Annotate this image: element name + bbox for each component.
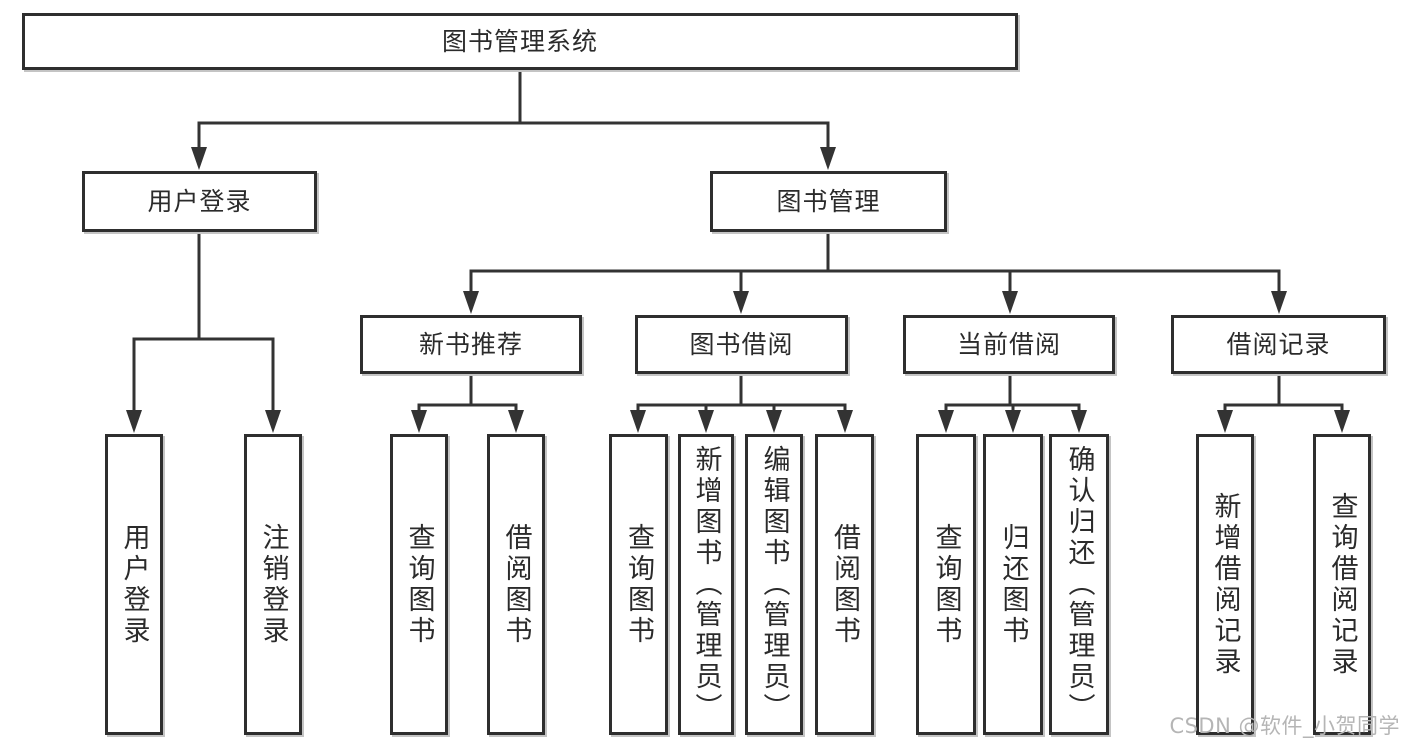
leaf-confirm-return-admin-label: 确认归还（管理员） [1063, 445, 1095, 724]
connector-user-login-to-leaves [126, 230, 281, 433]
connector-new-book-to-leaves [411, 372, 524, 433]
connector-book-mgmt-to-sections [463, 230, 1287, 314]
leaf-query-books-recommend: 查询图书 [390, 434, 448, 735]
node-user-login-branch: 用户登录 [82, 171, 317, 232]
connector-book-borrow-to-leaves [630, 372, 853, 433]
leaf-query-books-recommend-label: 查询图书 [403, 522, 435, 647]
leaf-edit-book-admin-label: 编辑图书（管理员） [758, 445, 790, 724]
node-book-borrowing-label: 图书借阅 [689, 330, 794, 359]
node-borrowing-records: 借阅记录 [1171, 315, 1386, 374]
node-new-book-recommend: 新书推荐 [360, 315, 582, 374]
leaf-add-book-admin: 新增图书（管理员） [678, 434, 734, 735]
leaf-return-books-label: 归还图书 [997, 522, 1029, 647]
leaf-query-books-current-label: 查询图书 [930, 522, 962, 647]
csdn-watermark: CSDN @软件_小贺同学 [1169, 714, 1400, 738]
leaf-confirm-return-admin: 确认归还（管理员） [1049, 434, 1109, 735]
leaf-borrow-books-recommend: 借阅图书 [487, 434, 545, 735]
leaf-user-login: 用户登录 [105, 434, 163, 735]
leaf-add-book-admin-label: 新增图书（管理员） [690, 445, 722, 724]
connector-root-to-branches [191, 68, 836, 170]
node-book-borrowing: 图书借阅 [635, 315, 848, 374]
node-current-borrowing-label: 当前借阅 [956, 330, 1061, 359]
leaf-logout: 注销登录 [244, 434, 302, 735]
node-book-management-label: 图书管理 [776, 187, 881, 216]
node-book-management: 图书管理 [710, 171, 947, 232]
leaf-add-borrow-record: 新增借阅记录 [1196, 434, 1254, 735]
leaf-borrow-books-borrowing: 借阅图书 [815, 434, 874, 735]
node-root: 图书管理系统 [22, 13, 1018, 70]
leaf-add-borrow-record-label: 新增借阅记录 [1209, 491, 1241, 678]
leaf-logout-label: 注销登录 [257, 522, 289, 647]
leaf-user-login-label: 用户登录 [118, 522, 150, 647]
leaf-query-books-borrowing-label: 查询图书 [623, 522, 654, 647]
leaf-return-books: 归还图书 [983, 434, 1043, 735]
connector-current-borrow-to-leaves [938, 372, 1087, 433]
leaf-query-books-borrowing: 查询图书 [609, 434, 668, 735]
node-new-book-recommend-label: 新书推荐 [418, 330, 523, 359]
leaf-query-borrow-record: 查询借阅记录 [1313, 434, 1371, 735]
leaf-borrow-books-borrowing-label: 借阅图书 [829, 522, 860, 647]
node-root-label: 图书管理系统 [441, 27, 598, 56]
leaf-query-books-current: 查询图书 [916, 434, 976, 735]
connector-borrow-records-to-leaves [1217, 372, 1350, 433]
leaf-borrow-books-recommend-label: 借阅图书 [500, 522, 532, 647]
leaf-query-borrow-record-label: 查询借阅记录 [1326, 491, 1358, 678]
leaf-edit-book-admin: 编辑图书（管理员） [745, 434, 803, 735]
node-user-login-branch-label: 用户登录 [147, 187, 252, 216]
node-current-borrowing: 当前借阅 [903, 315, 1115, 374]
node-borrowing-records-label: 借阅记录 [1226, 330, 1331, 359]
